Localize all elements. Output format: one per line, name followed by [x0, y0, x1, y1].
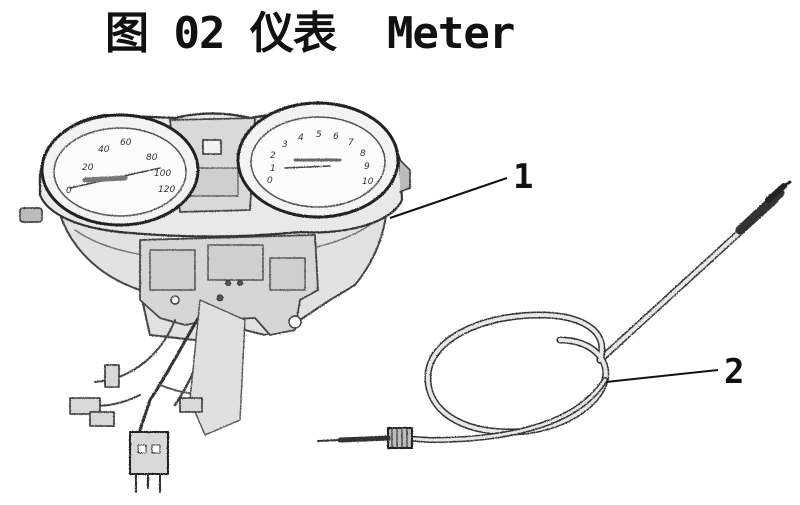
tach-tick-label: 8 — [360, 149, 366, 159]
tach-tick-label: 9 — [364, 162, 370, 172]
tach-tick-label: 7 — [348, 138, 354, 148]
callout-number-1: 1 — [513, 157, 534, 197]
tach-tick-label: 1 — [270, 164, 276, 174]
meter-assembly — [19, 101, 411, 493]
tach-tick-label: 3 — [282, 140, 288, 150]
leader-line-1 — [389, 177, 508, 219]
speedo-tick-label: 60 — [120, 138, 132, 148]
tach-tick-label: 0 — [267, 176, 273, 186]
speedo-tick-label: 0 — [66, 186, 72, 196]
tach-tick-label: 6 — [333, 132, 339, 142]
wire-harness — [138, 313, 202, 432]
tach-tick-label: 5 — [316, 130, 322, 140]
speedo-tick-label: 100 — [154, 169, 171, 179]
wire-connector — [129, 431, 169, 493]
tachometer — [236, 101, 400, 219]
speedo-tick-label: 80 — [146, 153, 158, 163]
callout-number-2: 2 — [724, 352, 745, 392]
tach-tick-label: 10 — [362, 177, 374, 187]
speedo-tick-label: 20 — [82, 163, 94, 173]
tach-tick-label: 2 — [270, 151, 276, 161]
speedometer-cable — [317, 180, 792, 449]
speedo-tick-label: 120 — [158, 185, 175, 195]
figure-title: 图 02 仪表 Meter — [105, 8, 515, 59]
tach-tick-label: 4 — [298, 133, 304, 143]
leader-line-2 — [605, 369, 719, 383]
speedo-tick-label: 40 — [98, 145, 110, 155]
speedometer — [40, 113, 200, 227]
